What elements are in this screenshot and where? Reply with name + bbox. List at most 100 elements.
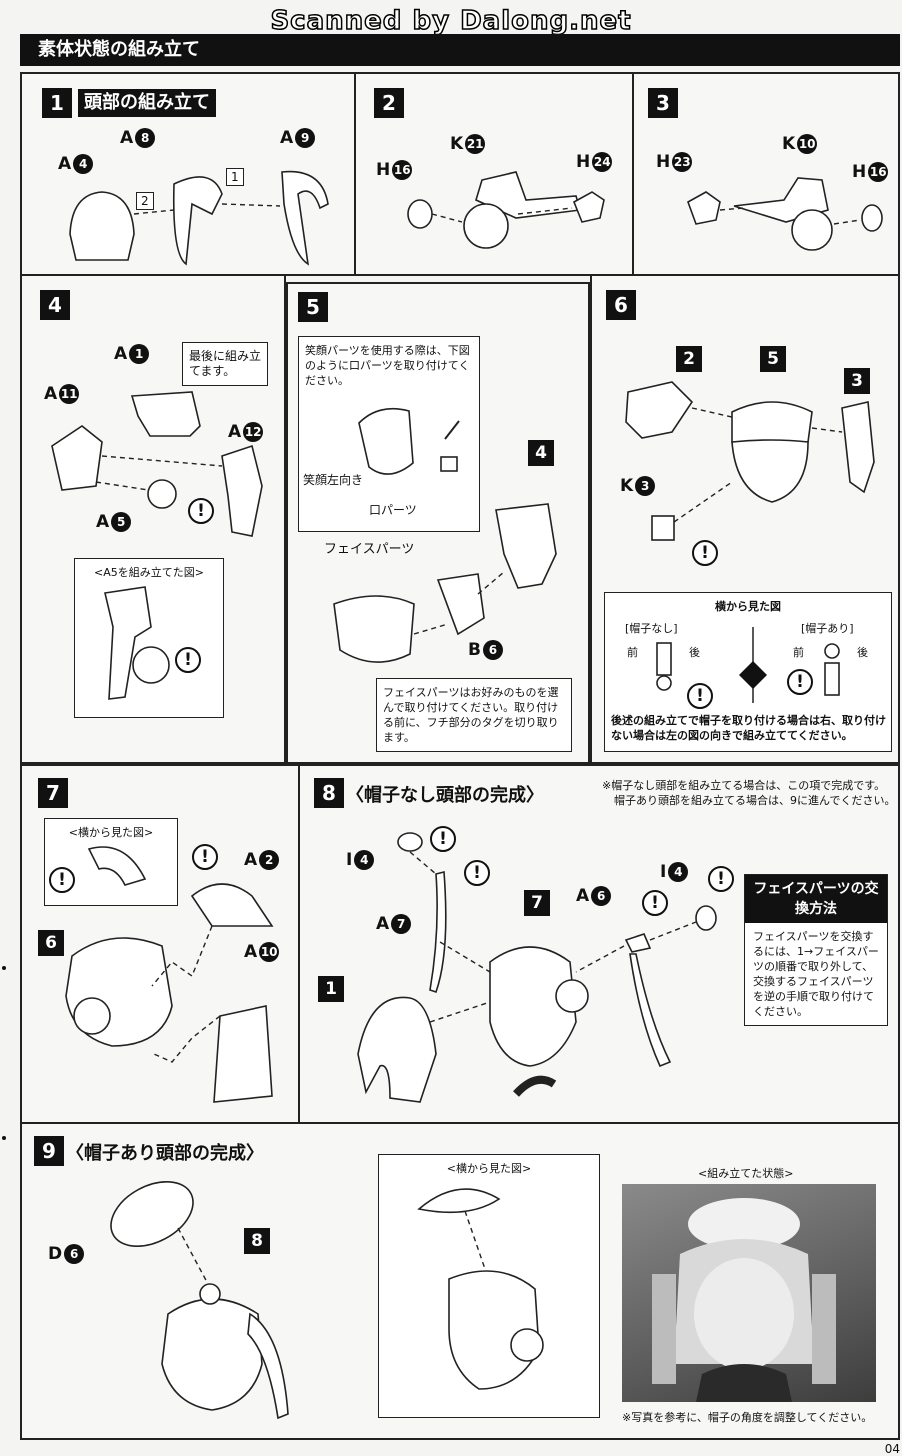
- binding-mark: [2, 1136, 6, 1140]
- step-number: 8: [314, 778, 344, 808]
- side-view-title: <横から見た図>: [68, 826, 154, 839]
- hat-head-drawing: [110, 1180, 289, 1420]
- subassembly-badge: 8: [244, 1228, 270, 1254]
- face-note-box: フェイスパーツはお好みのものを選んで取り付けてください。取り付ける前に、フチ部分…: [376, 678, 572, 752]
- caution-icon: !: [175, 647, 201, 673]
- step-title: 〈帽子あり頭部の完成〉: [66, 1143, 264, 1164]
- caution-icon: !: [49, 867, 75, 893]
- step-number: 5: [298, 292, 328, 322]
- mouth-part-label: 口パーツ: [369, 503, 417, 517]
- front-label: 前: [793, 646, 804, 659]
- face-mount-drawing: [333, 503, 557, 663]
- subassembly-badge: 2: [676, 346, 702, 372]
- step-title: 〈帽子なし頭部の完成〉: [346, 785, 544, 806]
- callout-box: 最後に組み立てます。: [182, 342, 268, 386]
- face-swap-box: フェイスパーツの交換方法 フェイスパーツを交換するには、1→フェイスパーツの順番…: [744, 874, 888, 1026]
- inset-title: <A5を組み立てた図>: [94, 566, 204, 579]
- tip-text: 笑顔パーツを使用する際は、下図のように口パーツを取り付けてください。: [305, 344, 470, 387]
- caution-icon: !: [464, 860, 490, 886]
- hat-side-drawing: [417, 1188, 544, 1390]
- headphone-parts-drawing: [687, 177, 883, 251]
- binding-mark: [2, 966, 6, 970]
- assembled-a5-drawing: [104, 586, 170, 700]
- caution-icon: !: [642, 890, 668, 916]
- assembled-photo: [622, 1184, 876, 1402]
- step-8-panel: 8 〈帽子なし頭部の完成〉 ※帽子なし頭部を組み立てる場合は、この項で完成です。…: [298, 764, 900, 1124]
- step-number: 9: [34, 1136, 64, 1166]
- face-swap-text: フェイスパーツを交換するには、1→フェイスパーツの順番で取り外して、交換するフェ…: [753, 930, 879, 1018]
- smile-face-drawing: [358, 407, 460, 475]
- subassembly-badge: 5: [760, 346, 786, 372]
- subassembly-badge: 6: [38, 930, 64, 956]
- step-title: 頭部の組み立て: [78, 89, 216, 117]
- caution-icon: !: [687, 683, 713, 709]
- no-hat-label: [帽子なし]: [625, 622, 678, 635]
- assembled-title: <組み立てた状態>: [698, 1167, 794, 1180]
- step-5-panel: 5 笑顔パーツを使用する際は、下図のように口パーツを取り付けてください。 笑顔左…: [286, 282, 590, 764]
- page-number: 04: [884, 1442, 900, 1456]
- step-number: 2: [374, 88, 404, 118]
- subassembly-badge: 3: [844, 368, 870, 394]
- scan-credit: Scanned by Dalong.net: [270, 5, 632, 37]
- step-8-note-1: ※帽子なし頭部を組み立てる場合は、この項で完成です。: [602, 779, 886, 792]
- side-view-box: <横から見た図> !: [44, 818, 178, 906]
- caution-icon: !: [692, 540, 718, 566]
- caution-icon: !: [188, 498, 214, 524]
- side-view-box: 横から見た図 [帽子なし] [帽子あり] 前 後 前 後 ! ! 後述の組み立て…: [604, 592, 892, 752]
- caution-icon: !: [708, 866, 734, 892]
- step-number: 1: [42, 88, 72, 118]
- hat-side-drawing: [87, 846, 147, 886]
- caution-icon: !: [430, 826, 456, 852]
- smile-tip-box: 笑顔パーツを使用する際は、下図のように口パーツを取り付けてください。 笑顔左向き…: [298, 336, 480, 532]
- inset-assembled-a5: <A5を組み立てた図> !: [74, 558, 224, 718]
- target-subassembly: 4: [528, 440, 554, 466]
- front-label: 前: [627, 646, 638, 659]
- back-label: 後: [689, 646, 700, 659]
- step-number: 6: [606, 290, 636, 320]
- step-8-note-2: 帽子あり頭部を組み立てる場合は、9に進んでください。: [614, 794, 896, 807]
- hair-part-drawing: [69, 170, 329, 266]
- section-title: 素体状態の組み立て: [20, 34, 900, 66]
- orientation-note: 後述の組み立てで帽子を取り付ける場合は右、取り付けない場合は左の図の向きで組み立…: [611, 714, 886, 742]
- order-badge: 1: [226, 168, 244, 186]
- order-badge: 2: [136, 192, 154, 210]
- back-hair-drawing: [65, 883, 274, 1103]
- back-label: 後: [857, 646, 868, 659]
- subassembly-badge: 7: [524, 890, 550, 916]
- side-view-title: 横から見た図: [715, 600, 781, 613]
- face-part-label: フェイスパーツ: [324, 542, 415, 557]
- subassembly-badge: 1: [318, 976, 344, 1002]
- smile-label: 笑顔左向き: [303, 473, 364, 487]
- face-frame-drawing: [51, 391, 263, 537]
- step-number: 7: [38, 778, 68, 808]
- side-view-box: <横から見た図>: [378, 1154, 600, 1418]
- with-hat-label: [帽子あり]: [801, 622, 854, 635]
- face-swap-title: フェイスパーツの交換方法: [745, 875, 887, 923]
